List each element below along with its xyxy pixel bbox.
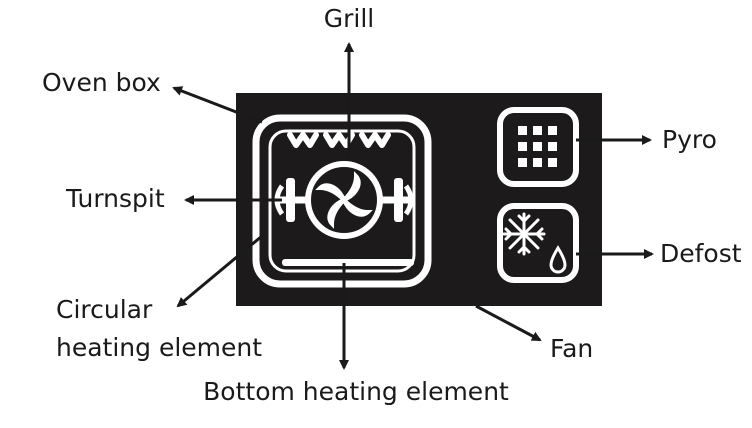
label-turnspit: Turnspit <box>66 184 165 213</box>
pyro-dots-icon <box>497 107 579 187</box>
callout-arrows <box>172 42 654 370</box>
arrow-oven-box <box>172 86 263 124</box>
label-fan: Fan <box>550 334 594 363</box>
bottom-heating-element-icon <box>282 259 414 266</box>
label-pyro: Pyro <box>662 125 717 154</box>
arrow-fan <box>475 304 542 342</box>
label-oven-box: Oven box <box>42 68 161 97</box>
label-circular-line1: Circular <box>56 295 153 324</box>
label-grill: Grill <box>323 4 375 33</box>
label-bottom-heating-element: Bottom heating element <box>203 377 509 406</box>
arrow-circular <box>176 234 263 308</box>
defost-snowflake-icon <box>497 203 579 283</box>
fan-icon <box>305 161 383 239</box>
label-circular-line2: heating element <box>56 333 263 362</box>
label-defost: Defost <box>660 239 742 268</box>
